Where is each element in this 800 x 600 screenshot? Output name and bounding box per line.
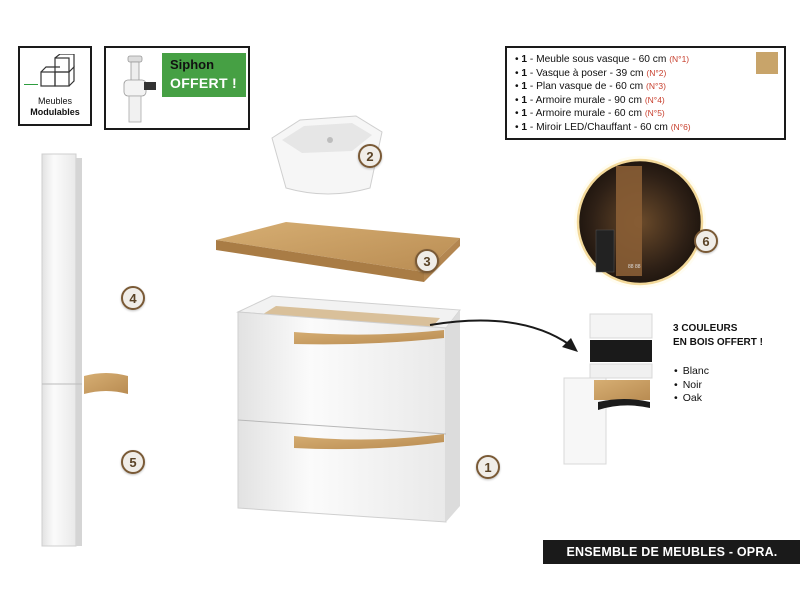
drawer-handle (294, 434, 444, 450)
led-mirror: 88 88 (574, 156, 706, 288)
arrow-icon (429, 319, 578, 352)
vanity-unit (236, 295, 461, 523)
tall-cabinet (41, 153, 128, 547)
list-item: • 1 - Meuble sous vasque - 60 cm (N°1) (515, 54, 690, 65)
swatch-white (589, 363, 653, 379)
contents-list: • 1 - Meuble sous vasque - 60 cm (N°1) •… (505, 46, 786, 140)
modular-cubes-icon (40, 54, 75, 87)
siphon-offer-text: OFFERT ! (170, 75, 237, 91)
list-item: • 1 - Armoire murale - 90 cm (N°4) (515, 94, 665, 106)
swatch-oak (594, 380, 650, 400)
list-item: • 1 - Miroir LED/Chauffant - 60 cm (N°6) (515, 121, 691, 133)
accent-line (24, 84, 38, 85)
list-item: • 1 - Armoire murale - 60 cm (N°5) (515, 108, 665, 120)
vessel-basin (271, 115, 383, 195)
handle-color-variants (563, 313, 653, 465)
color-option: Oak (674, 392, 709, 406)
siphon-icon (123, 55, 156, 123)
siphon-offer-badge: Siphon OFFERT ! (104, 46, 250, 130)
siphon-offer-panel: Siphon OFFERT ! (162, 53, 246, 97)
marker-2: 2 (358, 144, 382, 168)
svg-text:88 88: 88 88 (628, 264, 641, 270)
swatch-black (590, 340, 652, 362)
list-item: • 1 - Vasque à poser - 39 cm (N°2) (515, 67, 667, 79)
cabinet-handle (84, 373, 128, 394)
drawer-handle (294, 330, 444, 345)
color-option: Blanc (674, 365, 709, 379)
marker-6: 6 (694, 229, 718, 253)
color-option: Noir (674, 379, 709, 393)
colors-offer-title: 3 COULEURS EN BOIS OFFERT ! (673, 323, 763, 348)
countertop (216, 222, 460, 282)
marker-3: 3 (415, 249, 439, 273)
siphon-title: Siphon (170, 57, 215, 72)
badge-label-line1: Meubles (37, 96, 73, 106)
marker-1: 1 (476, 455, 500, 479)
oak-swatch (756, 52, 778, 74)
modular-furniture-badge: Meubles Modulables (18, 46, 92, 126)
colors-offer-list: Blanc Noir Oak (674, 365, 709, 406)
list-item: • 1 - Plan vasque de - 60 cm (N°3) (515, 81, 666, 93)
badge-label-line2: Modulables (30, 107, 80, 117)
marker-4: 4 (121, 286, 145, 310)
set-title-banner: ENSEMBLE DE MEUBLES - OPRA. (543, 540, 800, 564)
marker-5: 5 (121, 450, 145, 474)
